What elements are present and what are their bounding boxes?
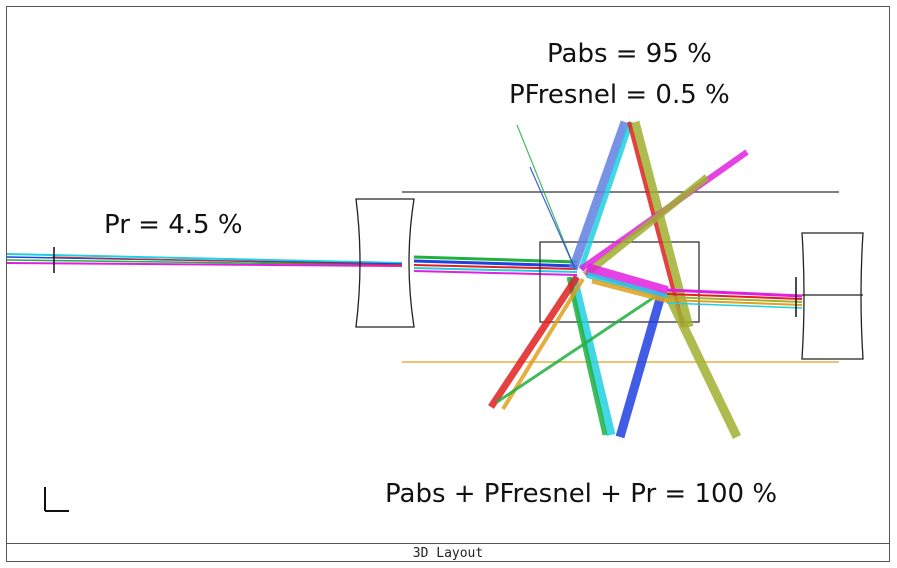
ray-trace-diagram [6,120,864,512]
axis-corner-icon [44,487,69,512]
layout-viewport: Pabs = 95 % PFresnel = 0.5 % Pr = 4.5 % … [6,7,891,543]
window-title-bar: 3D Layout [7,543,889,564]
pfresnel-label: PFresnel = 0.5 % [509,80,730,110]
sum-label: Pabs + PFresnel + Pr = 100 % [385,479,778,509]
pr-label: Pr = 4.5 % [104,210,243,240]
ray-fan [488,120,749,439]
incoming-beam [6,247,403,273]
left-lens [355,198,415,328]
window-title: 3D Layout [412,546,484,561]
layout-window: Pabs = 95 % PFresnel = 0.5 % Pr = 4.5 % … [6,6,890,562]
right-lens [801,232,864,360]
output-beam [666,277,803,317]
pabs-label: Pabs = 95 % [547,39,712,69]
beam-to-crystal [413,255,578,276]
